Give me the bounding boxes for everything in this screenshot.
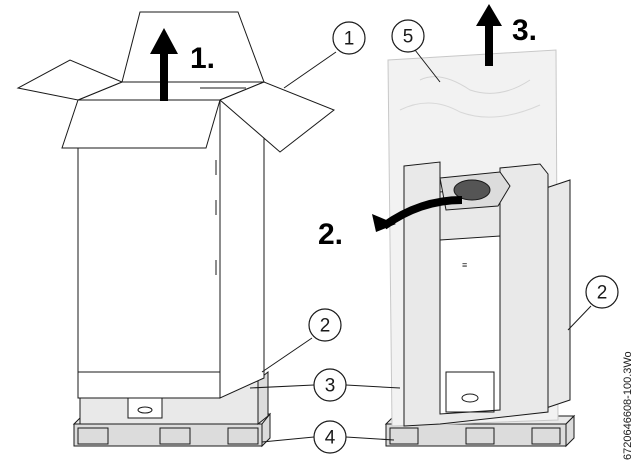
front-u-frame: ≡ <box>403 161 549 427</box>
callout-1: 1 <box>283 21 366 89</box>
box-flaps <box>16 11 335 153</box>
callout-3: 3 <box>249 368 401 402</box>
callout-2-right: 2 <box>567 275 619 331</box>
brand-mark: ≡ <box>462 260 467 270</box>
step-3-label: 3. <box>512 14 537 47</box>
document-code: 6720646608-100.3Wo <box>622 351 634 460</box>
step-1-arrow <box>150 28 178 101</box>
callout-2-left: 2 <box>261 308 342 373</box>
svg-text:5: 5 <box>403 27 414 48</box>
callout-5: 5 <box>391 19 441 83</box>
step-1-label: 1. <box>190 42 215 75</box>
svg-text:2: 2 <box>597 283 608 304</box>
svg-text:4: 4 <box>325 428 336 449</box>
right-unit: ≡ <box>384 49 576 448</box>
left-packaged-unit <box>16 11 335 448</box>
step-2-label: 2. <box>318 218 343 251</box>
svg-text:2: 2 <box>320 316 331 337</box>
svg-text:1: 1 <box>344 29 355 50</box>
step-3-arrow <box>476 4 502 66</box>
cardboard-box <box>77 81 265 399</box>
svg-text:3: 3 <box>325 376 336 397</box>
callout-4: 4 <box>261 420 395 454</box>
step-2-arrow <box>372 196 463 232</box>
